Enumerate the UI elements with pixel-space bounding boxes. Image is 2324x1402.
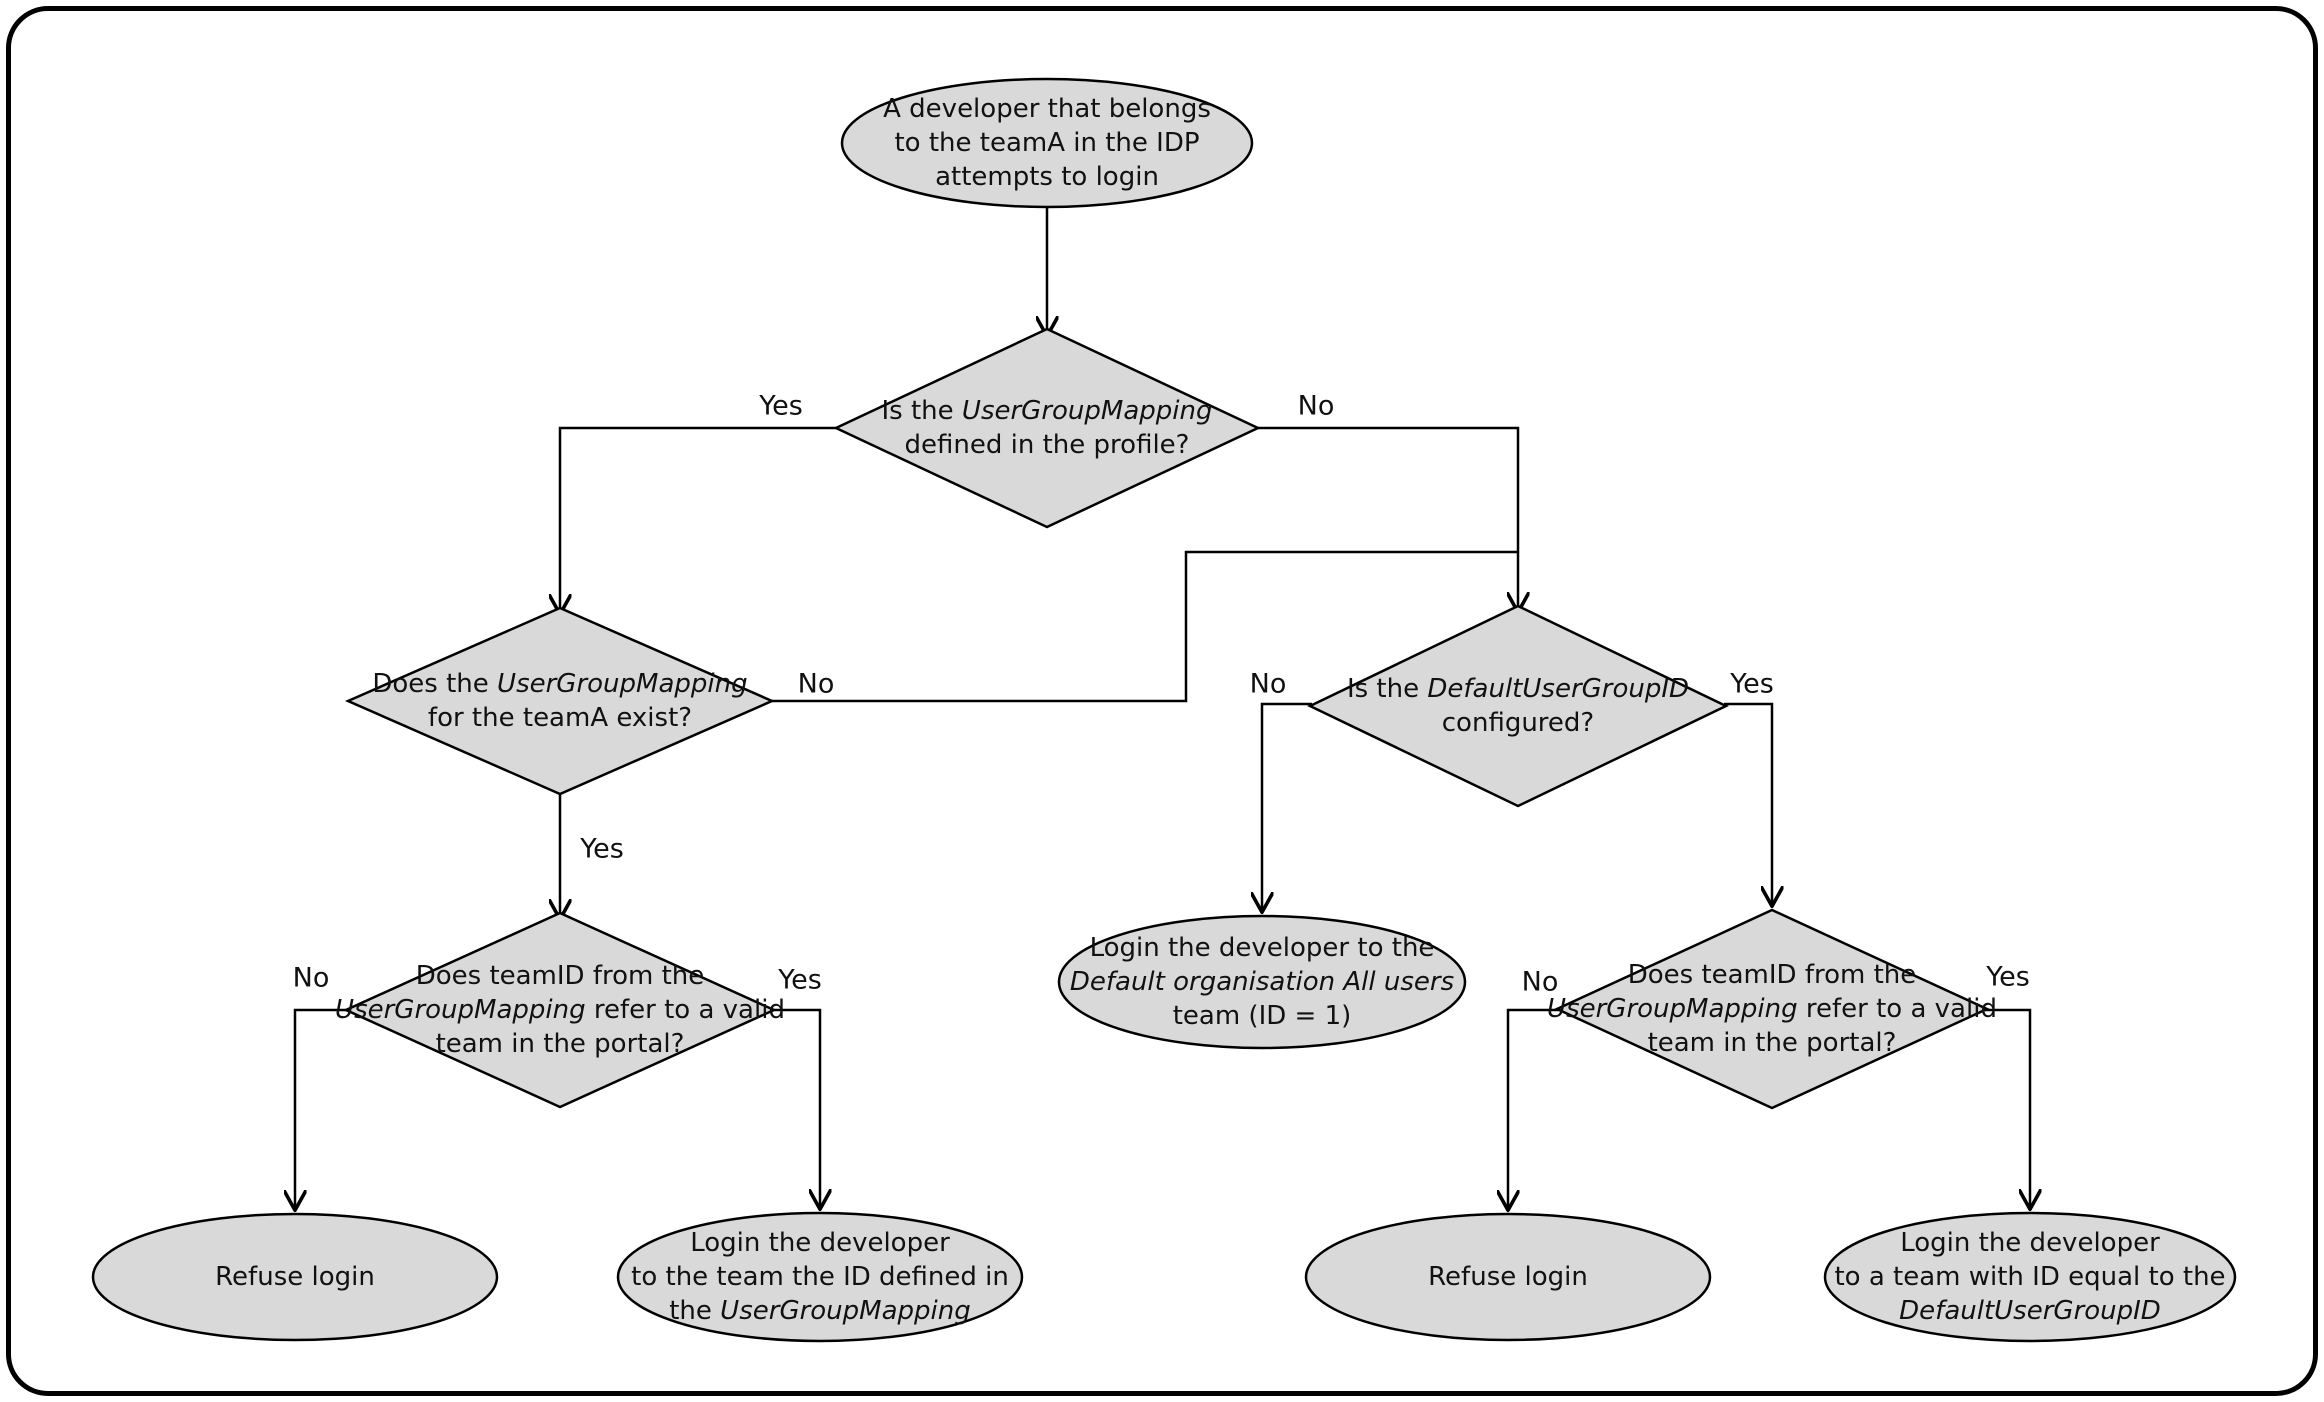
node-text-line: team in the portal? [1647,1028,1897,1058]
node-text-line: configured? [1441,708,1595,738]
edge-ugm-team-exists-no-label: No [797,668,835,700]
node-text-line: Login the developer [1900,1228,2160,1258]
node-text-line: Refuse login [215,1262,375,1292]
node-login-defaultusergroupid-team-shape [1823,1211,2237,1343]
node-text-line: Login the developer [690,1228,950,1258]
node-login-usergroupmapping-team: Login the developer to the team the ID de… [631,1226,1009,1328]
node-text-line: DefaultUserGroupID [1899,1296,2161,1326]
node-refuse-login-right-shape [1304,1212,1712,1342]
edge-ugm-defined-yes [560,426,839,612]
edge-teamid-valid-right-yes [1985,1008,2030,1207]
edge-ugm-defined-no [1255,426,1518,610]
node-text-line: to the teamA in the IDP [894,128,1200,158]
edge-teamid-valid-left-no [295,1008,348,1208]
node-decision-defaultusergroupid-configured: Is the DefaultUserGroupID configured? [1347,672,1689,740]
node-decision-usergroupmapping-team-exists: Does the UserGroupMapping for the teamA e… [372,667,747,735]
node-text-line: UserGroupMapping refer to a valid [1547,994,1997,1024]
node-text-line: A developer that belongs [883,94,1211,124]
node-refuse-login-right: Refuse login [1428,1260,1588,1294]
edge-ugm-defined-no-label: No [1297,390,1335,422]
node-text-line: team in the portal? [435,1029,685,1059]
edge-teamid-valid-right-no [1508,1008,1559,1208]
node-decision-teamid-valid-right-shape [1554,908,1990,1110]
edge-teamid-valid-left-no-label: No [292,962,330,994]
node-decision-usergroupmapping-team-exists-shape [344,606,776,796]
edge-teamid-valid-right-yes-label: Yes [1986,961,2030,993]
node-text-line: Login the developer to the [1089,933,1435,963]
node-login-defaultusergroupid-team: Login the developer to a team with ID equ… [1834,1226,2225,1328]
node-text-line: Does teamID from the [1627,960,1917,990]
node-decision-teamid-valid-left-shape [342,911,778,1109]
node-text-line: to the team the ID defined in [631,1262,1009,1292]
node-start-shape [840,77,1254,209]
node-decision-defaultusergroupid-configured-shape [1307,604,1729,808]
edge-teamid-valid-left-yes [772,1008,820,1207]
edge-teamid-valid-left-yes-label: Yes [778,964,822,996]
node-start: A developer that belongs to the teamA in … [883,92,1211,194]
edge-default-group-configured-yes-label: Yes [1730,668,1774,700]
node-text-line: defined in the profile? [904,430,1190,460]
node-text-line: for the teamA exist? [427,703,693,733]
edge-default-group-configured-yes [1724,702,1772,904]
edge-ugm-defined-yes-label: Yes [759,390,803,422]
node-text-line: Does the UserGroupMapping [372,669,748,699]
node-text-line: the UserGroupMapping [669,1296,971,1326]
node-text-line: attempts to login [935,162,1159,192]
node-login-default-organisation-shape [1057,914,1467,1050]
node-decision-usergroupmapping-defined-shape [833,327,1261,529]
node-text-line: to a team with ID equal to the [1834,1262,2226,1292]
edge-ugm-team-exists-no [770,550,1517,703]
node-text-line: Default organisation All users [1069,967,1455,997]
node-shape-layer [91,77,2237,1343]
node-text-line: Is the DefaultUserGroupID [1346,674,1690,704]
node-refuse-login-left-shape [91,1212,499,1342]
node-text-line: Is the UserGroupMapping [881,396,1213,426]
node-text-line: Does teamID from the [415,961,705,991]
node-text-line: team (ID = 1) [1172,1001,1352,1031]
edge-teamid-valid-right-no-label: No [1521,966,1559,998]
node-decision-usergroupmapping-defined: Is the UserGroupMapping defined in the pr… [882,394,1213,462]
edge-default-group-configured-no [1262,702,1312,910]
edge-ugm-team-exists-yes-label: Yes [580,833,624,865]
node-refuse-login-left: Refuse login [215,1260,375,1294]
edge-default-group-configured-no-label: No [1249,668,1287,700]
edge-layer [295,208,2030,1208]
node-text-line: Refuse login [1428,1262,1588,1292]
node-login-usergroupmapping-team-shape [616,1211,1024,1343]
node-text-line: UserGroupMapping refer to a valid [335,995,785,1025]
